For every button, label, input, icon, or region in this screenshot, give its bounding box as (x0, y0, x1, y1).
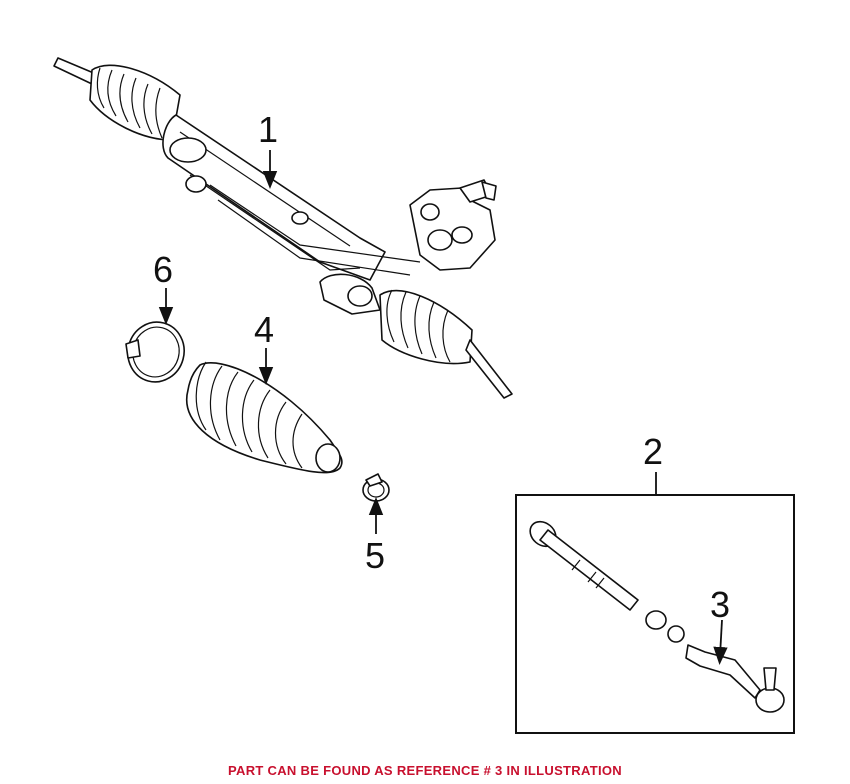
callout-3: 3 (710, 584, 731, 625)
large-boot-clamp (125, 321, 185, 383)
callout-6: 6 (153, 249, 174, 290)
callout-4: 4 (254, 309, 275, 350)
reference-caption: PART CAN BE FOUND AS REFERENCE # 3 IN IL… (228, 763, 622, 778)
callout-5: 5 (365, 535, 386, 576)
tie-rod (529, 520, 785, 713)
valve-body (409, 179, 497, 271)
callout-1: 1 (258, 109, 279, 150)
steering-rack (53, 57, 513, 399)
callout-2: 2 (643, 431, 664, 472)
right-rack-bellows (379, 289, 473, 365)
rack-boot (185, 361, 343, 474)
tie-rod-box (515, 494, 795, 734)
small-boot-clamp (362, 473, 390, 502)
